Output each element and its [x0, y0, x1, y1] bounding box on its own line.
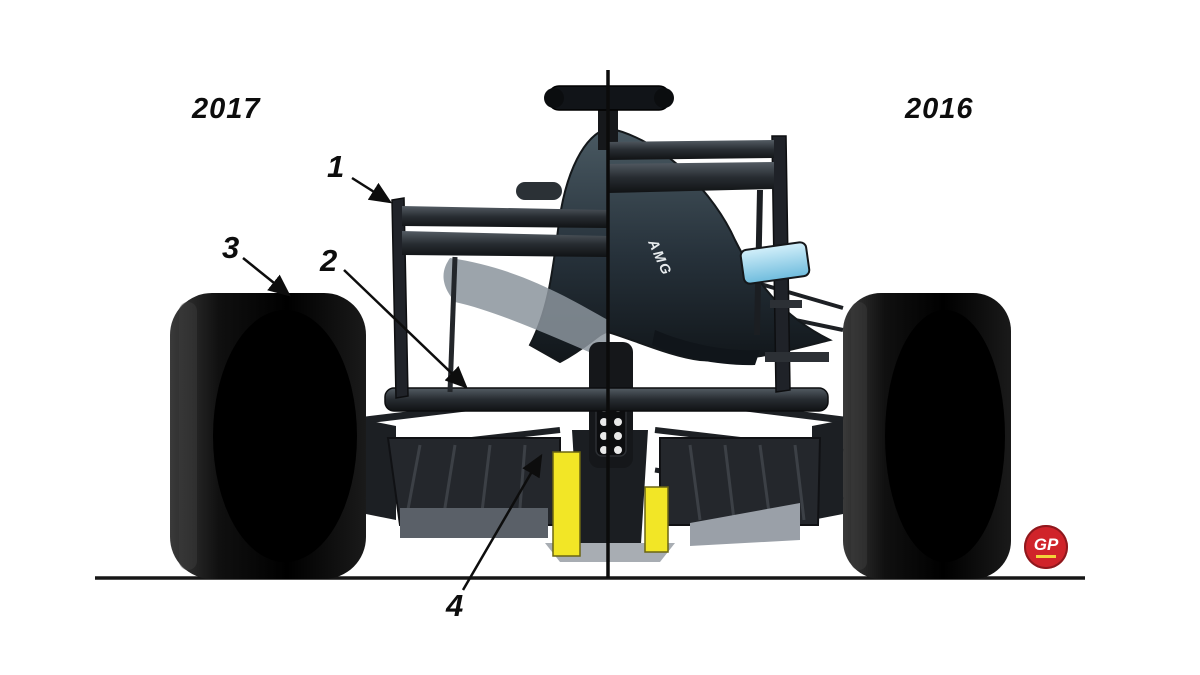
cooling-exit — [652, 330, 760, 366]
diffuser-left — [386, 437, 561, 538]
callout-3: 3 — [222, 230, 241, 265]
gp-logo: GP — [1024, 525, 1068, 569]
yellow-strake-left — [552, 451, 581, 557]
arrow-4 — [461, 453, 543, 591]
arrow-2 — [343, 269, 468, 389]
arrow-3 — [242, 257, 291, 297]
callout-arrows — [242, 176, 543, 591]
mirror — [739, 241, 811, 285]
callout-4: 4 — [446, 588, 465, 623]
yellow-strake-right — [644, 486, 669, 553]
year-label-right: 2016 — [905, 93, 974, 125]
side-camera-pod — [516, 182, 562, 200]
callout-1: 1 — [327, 149, 346, 184]
left-tire — [170, 293, 366, 579]
gp-logo-underline — [1036, 555, 1056, 558]
callout-2: 2 — [320, 243, 339, 278]
year-label-left: 2017 — [192, 93, 261, 125]
gp-logo-text: GP — [1033, 535, 1059, 554]
right-tire — [843, 293, 1011, 579]
arrow-1 — [351, 176, 393, 204]
diffuser-right — [659, 437, 822, 546]
bodywork-swoosh — [443, 258, 608, 360]
